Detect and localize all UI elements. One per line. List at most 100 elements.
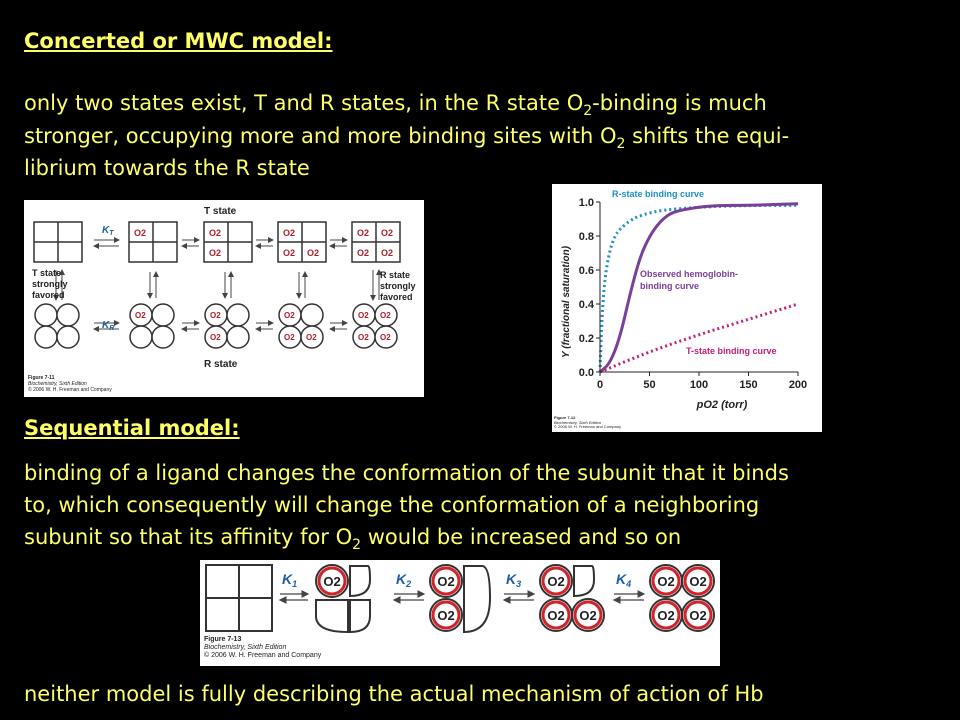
r-state-title: R state [204, 359, 238, 370]
figure-7-11-caption: Figure 7-11 Biochemistry, Sixth Edition … [28, 375, 112, 393]
o2-circles [317, 566, 713, 630]
k1-label: K1 [282, 571, 297, 589]
o2-label: O2 [209, 228, 221, 238]
conclusion-text: neither model is fully describing the ac… [24, 682, 764, 706]
t-state-row [33, 221, 401, 263]
heading-sequential-model: Sequential model: [24, 416, 240, 440]
t-square-1 [128, 221, 178, 263]
concerted-line-2: stronger, occupying more and more bindin… [24, 124, 790, 153]
empty-square [205, 564, 273, 632]
o2-label: O2 [210, 333, 221, 342]
state-1-o2 [315, 564, 372, 634]
concerted-line-3: librium towards the R state [24, 156, 310, 180]
o2-label: O2 [210, 311, 221, 320]
sequential-line-3: subunit so that its affinity for O2 woul… [24, 525, 682, 554]
y-axis-label: Y (fractional saturation) [561, 245, 572, 358]
o2-label: O2 [358, 311, 369, 320]
x-tick-label: 100 [690, 379, 708, 391]
sequential-line-1: binding of a ligand changes the conforma… [24, 461, 789, 485]
o2-label: O2 [135, 311, 146, 320]
y-tick-label: 0.6 [579, 265, 594, 277]
o2-label: O2 [437, 608, 454, 623]
o2-label: O2 [284, 311, 295, 320]
k3-label: K3 [506, 571, 521, 589]
svg-text:T state: T state [32, 268, 61, 278]
r-state-row [34, 303, 398, 349]
t-o2-labels: O2 O2 O2 O2 O2 O2 O2 O2 O2 O2 [134, 228, 393, 258]
t-arrows [93, 237, 348, 249]
figure-7-12-caption: Figure 7-12 Biochemistry, Sixth Edition … [554, 415, 621, 430]
o2-label: O2 [547, 608, 564, 623]
o2-label: O2 [358, 333, 369, 342]
t-favored-label: T state strongly favored [32, 268, 68, 300]
o2-label: O2 [547, 574, 564, 589]
t-square-4 [351, 221, 401, 263]
y-tick-label: 1.0 [579, 197, 594, 209]
k2-label: K2 [396, 571, 411, 589]
figure-7-13-sequential-scheme: O2 O2 O2 O2 O2 O2 O2 O2 O2 O2 K1 K2 K3 K… [200, 560, 720, 666]
t-square-3 [277, 221, 327, 263]
o2-label: O2 [357, 228, 369, 238]
x-tick-label: 0 [597, 379, 603, 391]
svg-text:strongly: strongly [380, 281, 416, 291]
y-tick-label: 0.4 [579, 299, 595, 311]
r-arrows [93, 320, 348, 332]
svg-text:favored: favored [32, 290, 65, 300]
heading-concerted-model: Concerted or MWC model: [24, 29, 333, 53]
figure-7-13-caption: Figure 7-13 Biochemistry, Sixth Edition … [204, 636, 322, 660]
svg-text:favored: favored [380, 292, 413, 302]
state-4-o2 [649, 564, 715, 632]
x-tick-label: 50 [643, 379, 655, 391]
concerted-line-1: only two states exist, T and R states, i… [24, 91, 767, 120]
t-square-empty [33, 221, 83, 263]
sequential-arrows [278, 590, 646, 604]
k-t-label: KT [102, 225, 114, 237]
binding-curves-chart: 0.0 0.2 0.4 0.6 0.8 1.0 0 50 100 150 200 Y (fract… [561, 189, 807, 411]
t-state-curve-label: T-state binding curve [686, 346, 777, 356]
o2-label: O2 [134, 228, 146, 238]
k-labels: K1 K2 K3 K4 [282, 571, 631, 589]
y-tick-label: 0.8 [579, 231, 594, 243]
o2-label: O2 [380, 311, 391, 320]
o2-texts: O2 O2 O2 O2 O2 O2 O2 O2 O2 O2 [323, 574, 706, 623]
observed-binding-curve [599, 202, 799, 374]
t-state-curve [599, 302, 799, 374]
r-state-curve-label: R-state binding curve [612, 189, 704, 199]
observed-curve-label-2: binding curve [640, 281, 699, 291]
figure-7-12-binding-curves: 0.0 0.2 0.4 0.6 0.8 1.0 0 50 100 150 200 Y (fract… [552, 184, 822, 432]
o2-label: O2 [283, 248, 295, 258]
x-tick-label: 150 [739, 379, 757, 391]
r-favored-label: R state strongly favored [380, 270, 416, 302]
o2-label: O2 [579, 608, 596, 623]
sequential-line-2: to, which consequently will change the c… [24, 493, 760, 517]
y-tick-label: 0.0 [579, 367, 594, 379]
o2-label: O2 [357, 248, 369, 258]
r-o2-labels: O2 O2 O2 O2 O2 O2 O2 O2 O2 O2 [135, 311, 391, 342]
mwc-scheme-svg: O2 O2 O2 O2 O2 O2 O2 O2 O2 O2 KT KR [32, 206, 416, 370]
sequential-scheme-svg: O2 O2 O2 O2 O2 O2 O2 O2 O2 O2 K1 K2 K3 K… [205, 564, 715, 634]
o2-label: O2 [657, 574, 674, 589]
svg-text:strongly: strongly [32, 279, 68, 289]
o2-label: O2 [284, 333, 295, 342]
state-3-o2 [539, 564, 605, 632]
x-tick-label: 200 [789, 379, 807, 391]
o2-label: O2 [306, 333, 317, 342]
o2-label: O2 [657, 608, 674, 623]
svg-text:R state: R state [380, 270, 410, 280]
observed-curve-label-1: Observed hemoglobin- [640, 269, 738, 279]
figure-7-11-mwc-scheme: O2 O2 O2 O2 O2 O2 O2 O2 O2 O2 KT KR [24, 200, 424, 397]
o2-label: O2 [283, 228, 295, 238]
y-tick-label: 0.2 [579, 333, 594, 345]
o2-label: O2 [323, 574, 340, 589]
o2-label: O2 [380, 333, 391, 342]
t-square-2 [203, 221, 253, 263]
o2-label: O2 [689, 574, 706, 589]
t-state-title: T state [204, 206, 237, 217]
k-r-label: KR [102, 320, 114, 332]
o2-label: O2 [437, 574, 454, 589]
o2-label: O2 [209, 248, 221, 258]
o2-label: O2 [381, 248, 393, 258]
o2-label: O2 [307, 248, 319, 258]
o2-label: O2 [381, 228, 393, 238]
x-axis-label: pO2 (torr) [696, 399, 748, 411]
